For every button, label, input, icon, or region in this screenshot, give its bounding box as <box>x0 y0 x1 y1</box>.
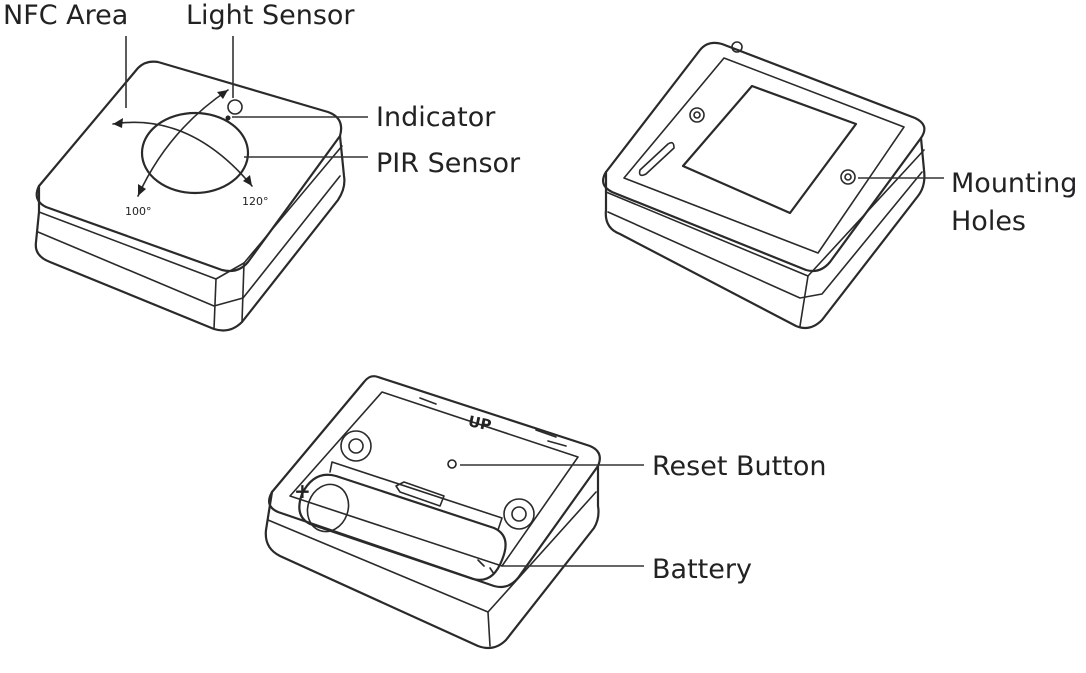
light-sensor-dot <box>227 99 243 115</box>
mounting-holes-label-line2: Holes <box>951 206 1026 237</box>
nfc-area-label: NFC Area <box>3 0 128 31</box>
plus-mark: + <box>294 479 311 503</box>
detection-angle-arrows <box>112 89 253 197</box>
mounting-hole-right <box>840 169 856 185</box>
front-view-device <box>34 60 346 332</box>
mounting-holes-label-line1: Mounting <box>951 168 1077 199</box>
battery-label: Battery <box>652 554 752 585</box>
angle-120-label: 120° <box>242 195 269 208</box>
angle-100-label: 100° <box>125 205 152 218</box>
indicator-dot <box>225 115 231 121</box>
open-view-device: UP + <box>264 375 601 650</box>
mounting-hole-top <box>689 107 705 123</box>
battery-cell <box>298 473 507 581</box>
up-mark: UP <box>467 412 493 434</box>
light-sensor-label: Light Sensor <box>186 0 355 31</box>
reset-button-label: Reset Button <box>652 451 826 482</box>
pir-sensor-lens <box>140 111 250 195</box>
reset-button-dot <box>447 459 457 469</box>
back-view-device <box>601 41 926 330</box>
indicator-label: Indicator <box>376 102 496 133</box>
pir-sensor-label: PIR Sensor <box>376 148 521 179</box>
